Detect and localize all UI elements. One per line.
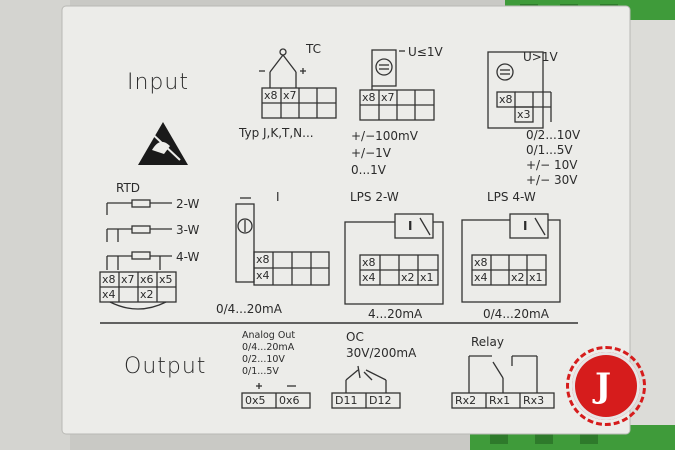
ulow-range-3: 0...1V <box>351 163 386 177</box>
lps-2w-icon <box>344 213 444 305</box>
current-source-icon <box>235 197 330 286</box>
rtd-term-x7: x7 <box>121 273 135 286</box>
rtd-2w: 2-W <box>176 197 200 211</box>
ulow-label: U≤1V <box>408 45 443 59</box>
voltage-source-icon <box>371 49 405 90</box>
input-heading: Input <box>127 70 189 95</box>
analog-term-0x6: 0x6 <box>279 394 300 407</box>
lps4-term-x4: x4 <box>474 271 488 284</box>
analog-term-0x5: 0x5 <box>245 394 266 407</box>
lps4-box: I <box>523 219 528 233</box>
logo-badge <box>572 352 640 420</box>
analog-range-1: 0/4...20mA <box>242 342 295 353</box>
lps2-box: I <box>408 219 413 233</box>
lps2-term-x2: x2 <box>401 271 415 284</box>
ulow-range-2: +/−1V <box>351 146 391 160</box>
uhigh-label: U>1V <box>523 50 558 64</box>
voltage-source-high-icon <box>487 51 552 129</box>
ulow-range-1: +/−100mV <box>351 129 418 143</box>
ulow-term-x7: x7 <box>381 91 395 104</box>
oc-term-d12: D12 <box>369 394 392 407</box>
oc-term-d11: D11 <box>335 394 358 407</box>
rtd-term-x2: x2 <box>140 288 154 301</box>
lps4-range: 0/4...20mA <box>483 307 549 321</box>
oc-title: OC <box>346 330 364 344</box>
lps4-label: LPS 4-W <box>487 190 536 204</box>
relay-term-rx3: Rx3 <box>523 394 545 407</box>
tc-term-x7: x7 <box>283 89 297 102</box>
relay-term-rx1: Rx1 <box>489 394 511 407</box>
relay-terminals <box>451 355 555 409</box>
rtd-term-x4: x4 <box>102 288 116 301</box>
ulow-term-x8: x8 <box>362 91 376 104</box>
output-heading: Output <box>124 354 207 379</box>
rtd-term-x8: x8 <box>102 273 116 286</box>
uhigh-term-x8: x8 <box>499 93 513 106</box>
lps4-term-x1: x1 <box>529 271 543 284</box>
tc-term-x8: x8 <box>264 89 278 102</box>
lps-4w-icon <box>461 213 561 303</box>
lps2-term-x1: x1 <box>420 271 434 284</box>
rtd-3w: 3-W <box>176 223 200 237</box>
rtd-4w: 4-W <box>176 250 200 264</box>
current-term-x8: x8 <box>256 253 270 266</box>
current-range: 0/4...20mA <box>216 302 282 316</box>
uhigh-range-4: +/− 30V <box>526 173 578 187</box>
tc-label: TC <box>306 42 322 56</box>
current-label: I <box>276 190 280 204</box>
uhigh-range-3: +/− 10V <box>526 158 578 172</box>
rtd-icon <box>99 199 177 310</box>
lps2-term-x4: x4 <box>362 271 376 284</box>
analog-range-3: 0/1...5V <box>242 366 279 377</box>
current-term-x4: x4 <box>256 269 270 282</box>
uhigh-term-x3: x3 <box>517 108 531 121</box>
rtd-label: RTD <box>116 181 141 195</box>
uhigh-range-2: 0/1...5V <box>526 143 573 157</box>
lps2-range: 4...20mA <box>368 307 423 321</box>
lps2-label: LPS 2-W <box>350 190 399 204</box>
rtd-term-x5: x5 <box>159 273 173 286</box>
rtd-term-x6: x6 <box>140 273 154 286</box>
logo-ring <box>566 346 646 426</box>
logo-letter: J <box>594 366 612 406</box>
thermocouple-icon <box>259 48 306 88</box>
relay-term-rx2: Rx2 <box>455 394 477 407</box>
analog-range-2: 0/2...10V <box>242 354 285 365</box>
tc-types: Typ J,K,T,N... <box>239 126 314 140</box>
analog-title: Analog Out <box>242 330 296 341</box>
lps4-term-x8: x8 <box>474 256 488 269</box>
relay-title: Relay <box>471 335 504 349</box>
lps4-term-x2: x2 <box>511 271 525 284</box>
oc-terminals <box>331 365 401 409</box>
lps2-term-x8: x8 <box>362 256 376 269</box>
uhigh-range-1: 0/2...10V <box>526 128 581 142</box>
oc-spec: 30V/200mA <box>346 346 417 360</box>
analog-out-terminals <box>241 383 311 409</box>
